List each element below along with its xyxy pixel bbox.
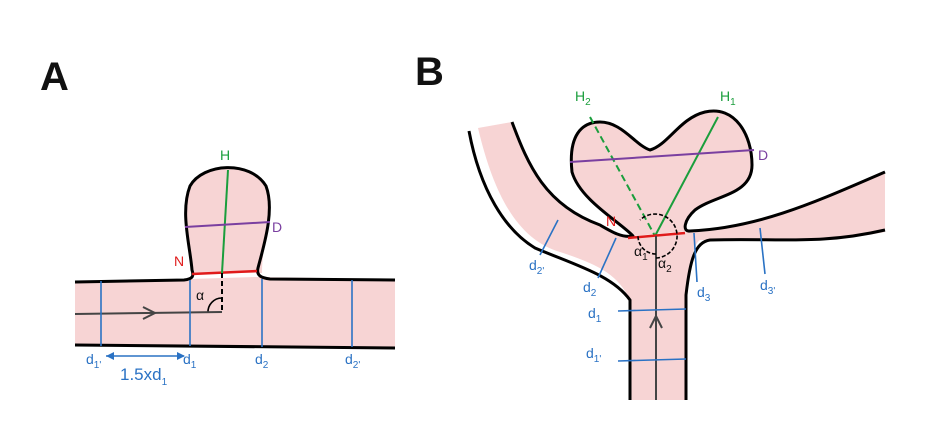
panel-a-alpha-label: α	[196, 287, 204, 303]
panel-b-alpha2-arc	[639, 213, 678, 259]
panel-b-right-branch-lower-wall	[684, 228, 886, 400]
panel-a-distance-arrowhead-left	[106, 352, 114, 360]
panel-a-d-label: D	[272, 219, 282, 235]
panel-b-flow-arrowhead	[649, 313, 663, 329]
panel-b-d1prime-label: d1'	[586, 345, 601, 365]
panel-b-d1-line	[617, 308, 687, 312]
panel-b-alpha1-label: α1	[634, 243, 648, 263]
panel-a-vessel-fill	[75, 277, 395, 347]
panel-a-d1prime-label: d1'	[86, 351, 101, 371]
panel-a-angle-arc	[207, 297, 223, 314]
panel-a-vessel-top-wall	[74, 166, 396, 284]
panel-b-vessel-fill	[478, 122, 885, 400]
panel-a-neck-line	[191, 269, 258, 276]
panel-b-n-label: N	[606, 213, 616, 229]
panel-a-label: A	[40, 55, 69, 99]
panel-b-h1-label: H1	[720, 88, 736, 108]
panel-b: B H2 H1 D N α1	[415, 50, 886, 400]
panel-b-d3prime-label: d3'	[760, 277, 775, 297]
panel-a-sac-fill	[186, 166, 270, 273]
panel-b-d-label: D	[758, 147, 768, 163]
panel-b-d2prime-line	[539, 219, 559, 256]
panel-b-d3-line	[693, 232, 698, 283]
panel-a-height-line	[221, 169, 229, 274]
panel-b-d1-label: d1	[588, 305, 602, 325]
panel-b-h2-label: H2	[575, 88, 591, 108]
panel-b-left-branch-inner-wall	[510, 109, 886, 238]
panel-b-label: B	[415, 50, 444, 94]
panel-a: A H D N α d1' d1	[40, 55, 396, 388]
panel-b-left-branch-outer-wall	[467, 130, 632, 400]
panel-a-diameter-line	[184, 221, 271, 228]
panel-a-flow-line	[74, 311, 223, 315]
panel-b-diameter-line	[569, 149, 755, 163]
panel-a-distance-label: 1.5xd1	[120, 365, 168, 388]
panel-a-distance-arrowhead-right	[177, 352, 185, 360]
panel-b-d3-label: d3	[697, 284, 711, 304]
panel-b-alpha1-arc	[637, 235, 657, 255]
panel-a-n-label: N	[174, 253, 184, 269]
panel-a-h-label: H	[220, 147, 230, 163]
panel-a-flow-arrowhead	[142, 306, 158, 320]
panel-a-vessel-bottom-wall	[74, 343, 396, 350]
panel-b-d2-label: d2	[583, 279, 597, 299]
panel-b-d2-line	[597, 237, 617, 279]
panel-a-d2prime-label: d2'	[345, 351, 360, 371]
panel-a-d1-label: d1	[183, 351, 197, 371]
panel-b-alpha2-label: α2	[658, 255, 672, 275]
panel-a-d2-label: d2	[255, 351, 269, 371]
panel-b-d2prime-label: d2'	[529, 257, 544, 277]
panel-b-d3prime-line	[759, 227, 766, 275]
panel-b-sac-fill	[571, 110, 752, 236]
panel-b-d1prime-line	[617, 358, 687, 362]
